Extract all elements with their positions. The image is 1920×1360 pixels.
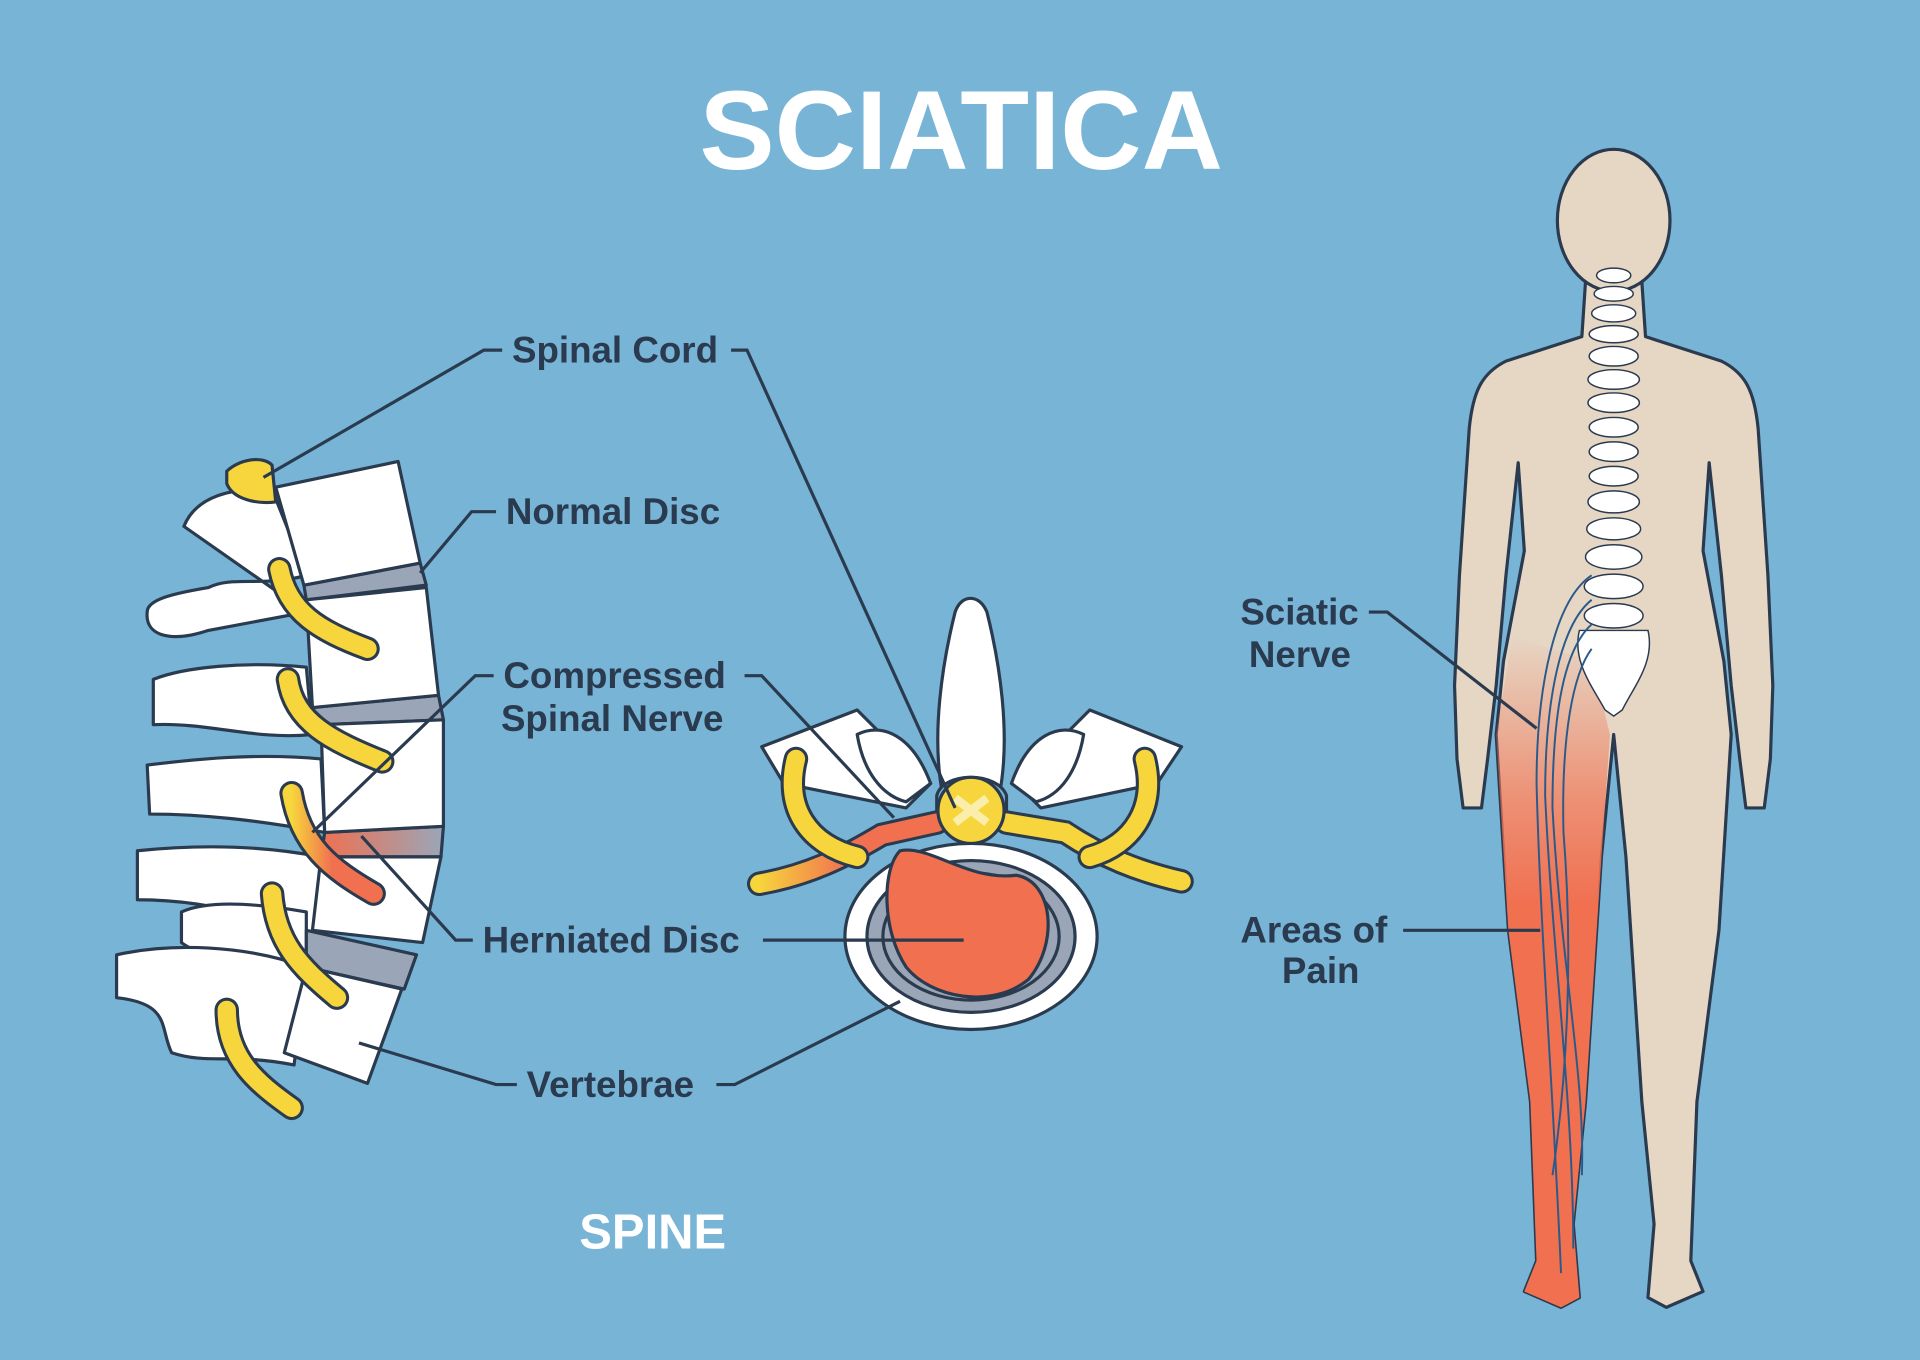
herniated-nucleus [885, 848, 1050, 999]
cross-section-vertebra [747, 596, 1194, 1032]
label-pain-line2: Pain [1282, 950, 1360, 991]
label-sciatic-line2: Nerve [1249, 634, 1351, 675]
spinous-process [936, 596, 1006, 798]
spine-column [1577, 267, 1651, 718]
label-vertebrae: Vertebrae [527, 1064, 694, 1105]
label-spinal-cord: Spinal Cord [512, 329, 718, 370]
label-compressed-line1: Compressed [503, 655, 725, 696]
leader-lines [262, 348, 1541, 1087]
label-compressed-line2: Spinal Nerve [501, 698, 723, 739]
human-body-back-view [1452, 147, 1775, 1309]
compressed-nerve-lateral [282, 784, 383, 903]
grey-matter [952, 794, 990, 827]
compressed-nerve-cross [750, 813, 946, 893]
spine-caption: SPINE [579, 1206, 726, 1260]
label-sciatic-line1: Sciatic [1240, 591, 1358, 632]
lateral-spine-illustration [114, 457, 446, 1121]
spinal-cord-lateral [225, 457, 278, 505]
label-normal-disc: Normal Disc [506, 491, 720, 532]
facet-joints [855, 728, 1086, 804]
label-pain-line1: Areas of [1240, 910, 1388, 951]
sciatic-nerve-paths [1535, 574, 1593, 1274]
posterior-processes [114, 487, 327, 1067]
spinal-nerves-lateral [214, 556, 395, 1121]
label-herniated-disc: Herniated Disc [483, 919, 740, 960]
page-title: SCIATICA [700, 67, 1223, 193]
